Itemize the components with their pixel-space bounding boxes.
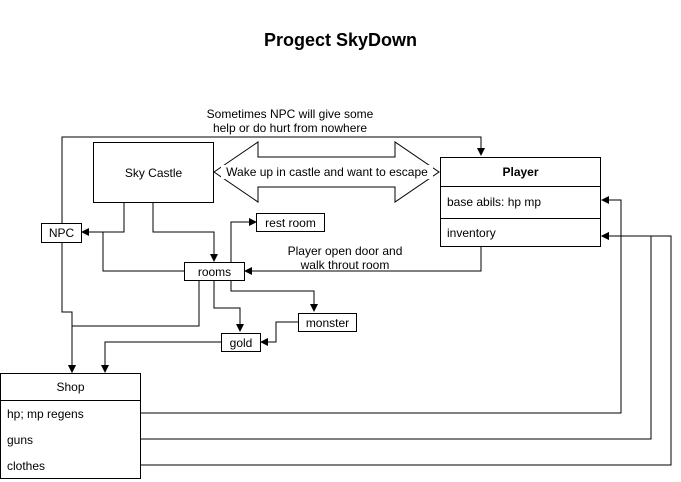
shop-row-clothes: clothes	[7, 459, 46, 473]
door-label-line2: walk throut room	[300, 258, 390, 272]
shop-header: Shop	[56, 380, 85, 394]
node-shop[interactable]: Shop hp; mp regens guns clothes	[0, 373, 141, 479]
player-divider-2	[441, 218, 600, 219]
node-rest-room[interactable]: rest room	[256, 213, 325, 232]
edge-npc-to-shop	[61, 243, 76, 373]
node-sky-castle[interactable]: Sky Castle	[93, 142, 214, 203]
edge-castle-to-rooms	[152, 203, 218, 262]
edge-shop-clothes-to-player	[141, 232, 672, 466]
door-label-line1: Player open door and	[287, 244, 403, 258]
edge-npc-to-player	[61, 136, 485, 224]
npc-help-label-line1: Sometimes NPC will give some	[206, 107, 374, 121]
node-player[interactable]: Player base abils: hp mp inventory	[440, 157, 601, 247]
npc-help-label: Sometimes NPC will give some help or do …	[190, 107, 390, 135]
player-divider-1	[441, 186, 600, 187]
shop-divider	[1, 400, 140, 401]
edge-rooms-to-shop	[68, 281, 200, 373]
diagram-title: Progect SkyDown	[263, 30, 418, 50]
node-npc[interactable]: NPC	[41, 223, 82, 243]
edge-rooms-to-npc	[82, 231, 184, 272]
edge-castle-to-npc	[81, 203, 125, 236]
node-gold[interactable]: gold	[221, 333, 261, 352]
edge-player-to-rooms	[244, 247, 482, 275]
npc-help-label-line2: help or do hurt from nowhere	[212, 121, 368, 135]
shop-row-guns: guns	[7, 433, 34, 447]
player-row-base-abils: base abils: hp mp	[447, 195, 542, 209]
node-monster[interactable]: monster	[298, 313, 357, 332]
edge-gold-to-shop	[101, 341, 221, 373]
wake-up-label: Wake up in castle and want to escape	[221, 165, 433, 179]
edge-rooms-to-monster	[230, 281, 318, 312]
edge-rooms-to-restroom	[230, 218, 257, 262]
edge-monster-to-gold	[260, 321, 298, 346]
shop-row-regens: hp; mp regens	[7, 407, 84, 421]
node-rooms[interactable]: rooms	[184, 262, 245, 281]
door-label: Player open door and walk throut room	[270, 244, 420, 272]
edge-shop-regens-to-player	[141, 196, 622, 414]
player-row-inventory: inventory	[447, 225, 496, 240]
player-header: Player	[502, 165, 539, 179]
edge-rooms-to-gold	[213, 281, 244, 332]
